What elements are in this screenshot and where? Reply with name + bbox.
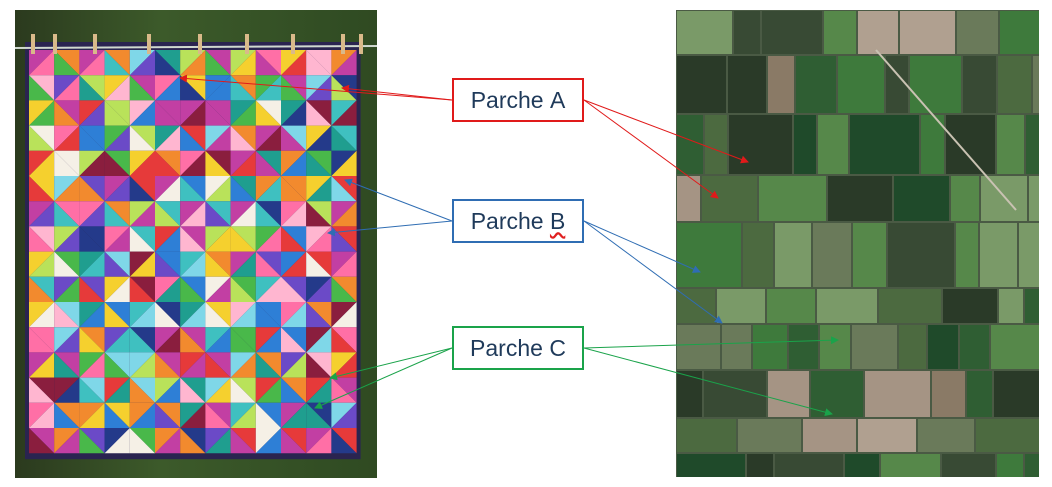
quilt-photo — [15, 10, 377, 478]
label-parche-a-letter: A — [549, 86, 566, 113]
label-parche-b: Parche B — [452, 199, 584, 243]
label-parche-c-text: Parche — [470, 334, 550, 361]
label-parche-b-text: Parche — [470, 207, 550, 234]
aerial-farmland-photo — [676, 10, 1039, 477]
label-parche-b-letter: B — [549, 207, 566, 234]
label-parche-a-text: Parche — [470, 86, 550, 113]
label-parche-c-letter: C — [549, 334, 566, 361]
quilt-image — [15, 34, 377, 460]
label-parche-a: Parche A — [452, 78, 584, 122]
label-parche-c: Parche C — [452, 326, 584, 370]
aerial-image — [676, 10, 1039, 477]
